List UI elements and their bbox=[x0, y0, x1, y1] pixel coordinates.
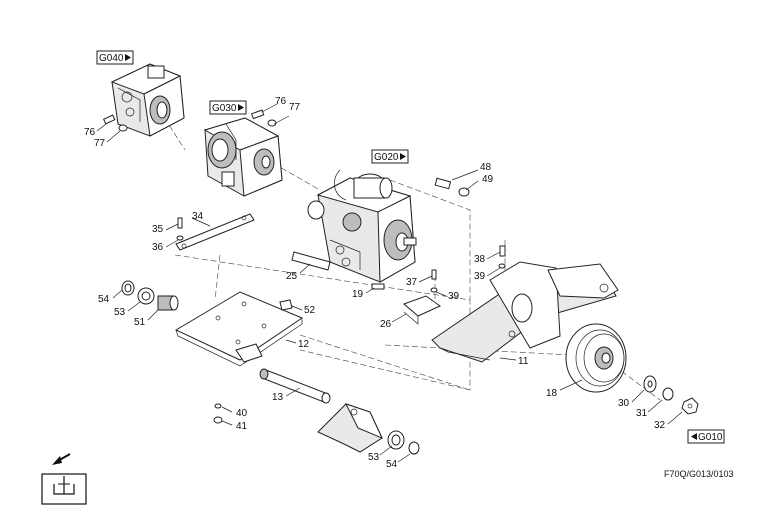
bushing-51[interactable] bbox=[157, 295, 179, 311]
callout-39: 39 bbox=[448, 291, 460, 302]
callout-31: 31 bbox=[636, 408, 648, 419]
shaft-13[interactable] bbox=[259, 368, 331, 404]
callout-77: 77 bbox=[94, 138, 106, 149]
callout-37: 37 bbox=[406, 277, 418, 288]
direction-arrow-icon bbox=[52, 453, 71, 465]
washer-53-left[interactable] bbox=[137, 287, 155, 305]
bolt-38[interactable] bbox=[499, 245, 506, 257]
washer-36[interactable] bbox=[176, 235, 184, 241]
bolt-76-g040[interactable] bbox=[102, 114, 128, 132]
bolt-48[interactable] bbox=[434, 177, 452, 190]
plate-25[interactable] bbox=[291, 251, 331, 271]
callout-54: 54 bbox=[98, 294, 110, 305]
lower-bracket[interactable] bbox=[317, 403, 383, 453]
callout-76: 76 bbox=[275, 96, 287, 107]
callout-77: 77 bbox=[289, 102, 301, 113]
arrow-right-icon bbox=[238, 104, 244, 111]
callout-41: 41 bbox=[236, 421, 248, 432]
pin-19[interactable] bbox=[371, 283, 385, 290]
callout-53: 53 bbox=[368, 452, 380, 463]
washer-54-right[interactable] bbox=[408, 441, 420, 455]
callout-36: 36 bbox=[152, 242, 164, 253]
callout-76: 76 bbox=[84, 127, 96, 138]
leader-lines bbox=[96, 103, 683, 463]
ref-g030[interactable]: G030 bbox=[209, 100, 247, 115]
callout-19: 19 bbox=[352, 289, 364, 300]
bolt-76-g030[interactable] bbox=[250, 109, 277, 127]
callout-39: 39 bbox=[474, 271, 486, 282]
main-bracket-11[interactable] bbox=[431, 261, 619, 363]
ref-g010-label: G010 bbox=[698, 432, 723, 443]
hydraulic-symbol-icon bbox=[41, 473, 87, 505]
callout-48: 48 bbox=[480, 162, 492, 173]
callout-12: 12 bbox=[298, 339, 310, 350]
callout-26: 26 bbox=[380, 319, 392, 330]
callout-13: 13 bbox=[272, 392, 284, 403]
bolt-37[interactable] bbox=[431, 269, 437, 280]
callout-49: 49 bbox=[482, 174, 494, 185]
callout-34: 34 bbox=[192, 211, 204, 222]
callout-11: 11 bbox=[518, 356, 529, 367]
ref-g020-label: G020 bbox=[374, 152, 399, 163]
pulley-18[interactable] bbox=[565, 323, 627, 393]
arrow-right-icon bbox=[400, 153, 406, 160]
arrow-left-icon bbox=[691, 433, 697, 440]
nut-41[interactable] bbox=[213, 416, 223, 424]
callout-52: 52 bbox=[304, 305, 316, 316]
callout-38: 38 bbox=[474, 254, 486, 265]
callout-53: 53 bbox=[114, 307, 126, 318]
arrow-right-icon bbox=[125, 54, 131, 61]
callout-30: 30 bbox=[618, 398, 630, 409]
washer-54-left[interactable] bbox=[121, 280, 135, 296]
bolt-40[interactable] bbox=[214, 403, 222, 409]
ref-g010[interactable]: G010 bbox=[687, 429, 725, 444]
callout-35: 35 bbox=[152, 224, 164, 235]
callout-54: 54 bbox=[386, 459, 398, 470]
washer-39-upper[interactable] bbox=[498, 263, 506, 269]
callout-51: 51 bbox=[134, 317, 146, 328]
pump-g020[interactable] bbox=[307, 169, 417, 283]
bracket-26[interactable] bbox=[403, 295, 441, 325]
washer-39-lower[interactable] bbox=[430, 287, 438, 293]
drawing-code: F70Q/G013/0103 bbox=[664, 469, 734, 479]
ref-g040-label: G040 bbox=[99, 53, 124, 64]
washer-31[interactable] bbox=[662, 387, 674, 401]
ref-g030-label: G030 bbox=[212, 103, 237, 114]
callouts: 76 77 76 77 48 49 34 35 36 25 19 38 39 3… bbox=[84, 96, 666, 470]
nut-52[interactable] bbox=[279, 299, 293, 311]
nut-32[interactable] bbox=[681, 397, 699, 415]
callout-25: 25 bbox=[286, 271, 298, 282]
pump-g030[interactable] bbox=[203, 117, 283, 197]
pump-g040[interactable] bbox=[110, 63, 185, 137]
washer-30[interactable] bbox=[643, 375, 657, 393]
bolt-35[interactable] bbox=[177, 217, 183, 229]
strap-34[interactable] bbox=[175, 213, 255, 251]
ref-g040[interactable]: G040 bbox=[96, 50, 134, 65]
callout-40: 40 bbox=[236, 408, 248, 419]
washer-53-right[interactable] bbox=[387, 430, 405, 450]
plate-12[interactable] bbox=[174, 291, 304, 367]
ref-g020[interactable]: G020 bbox=[371, 149, 409, 164]
callout-18: 18 bbox=[546, 388, 558, 399]
callout-32: 32 bbox=[654, 420, 666, 431]
